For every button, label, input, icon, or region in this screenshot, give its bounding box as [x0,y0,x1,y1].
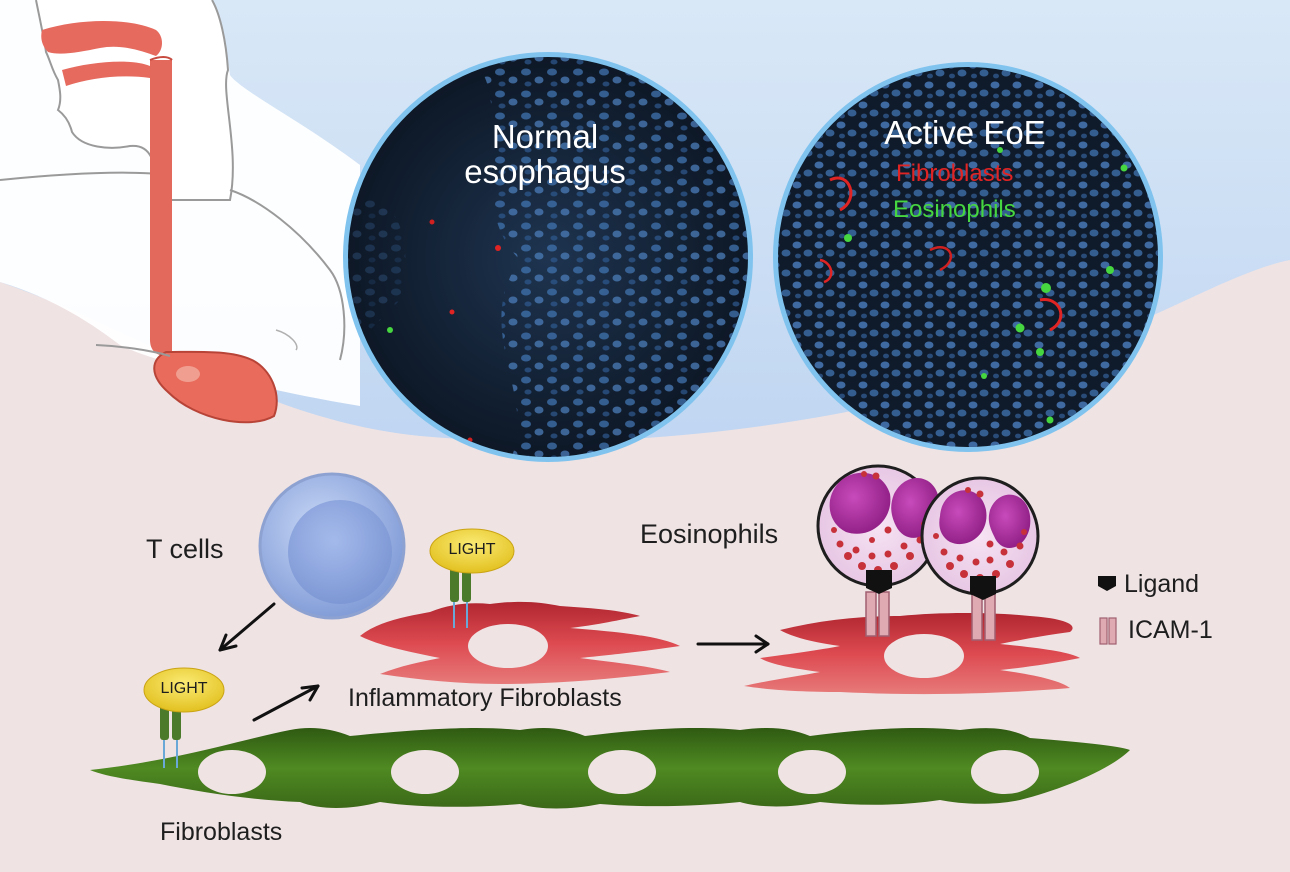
normal-title-line1: Normal [491,118,599,155]
eosinophil-cell-2 [920,476,1040,641]
process-arrows [218,602,770,722]
normal-esophagus-micrograph [343,52,753,462]
active-eoe-title: Active EoE [884,114,1046,151]
normal-title-line2: esophagus [464,152,626,190]
eosinophils-label: Eosinophils [640,519,779,549]
normal-esophagus-title: Normal esophagus [410,118,680,190]
inflammatory-fibroblasts-label: Inflammatory Fibroblasts [348,684,622,712]
t-cells-label: T cells [146,534,224,564]
human-figure-illustration [0,0,360,424]
active-eoe-fibroblasts-label: Fibroblasts [896,160,1014,187]
icam-receptor-icon [1099,617,1117,645]
t-cell-illustration [258,472,406,620]
legend-icam1-label: ICAM-1 [1128,616,1213,644]
activated-fibroblast-cell [744,613,1080,695]
fibroblast-chain [90,728,1130,809]
active-eoe-eosinophils-label: Eosinophils [893,196,1016,223]
inflammatory-fibroblast-cell [360,601,680,684]
eosinophil-cell-1 [816,464,940,637]
light-receptor-bottom [143,667,225,768]
fibroblasts-label: Fibroblasts [160,818,283,846]
light-receptor-top [429,528,515,628]
ligand-shape-icon [1098,576,1116,591]
legend-ligand-label: Ligand [1124,570,1200,598]
legend-symbols [1098,576,1117,645]
light-label-bottom: LIGHT [160,680,208,697]
light-label-top: LIGHT [448,541,496,558]
active-eoe-micrograph [773,62,1163,452]
